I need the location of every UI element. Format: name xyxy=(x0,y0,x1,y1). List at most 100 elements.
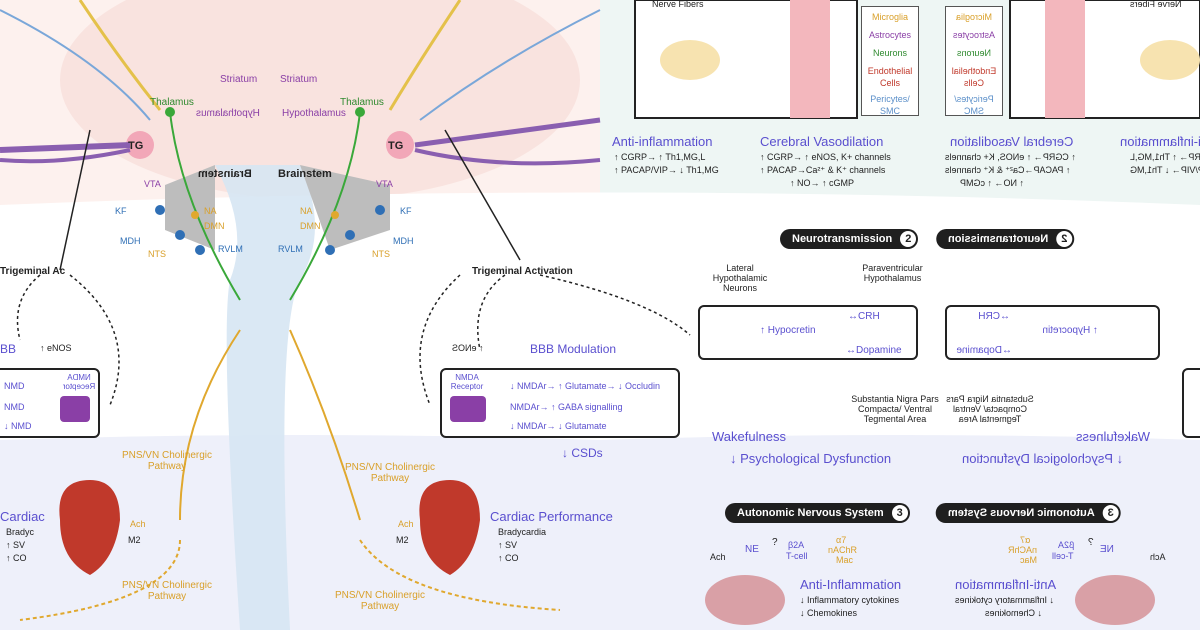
m2-label-right: M2 xyxy=(396,535,409,545)
legend-astrocytes: Astrocytes xyxy=(868,30,911,40)
ans-header-mirror: Autonomic Nervous System 3 xyxy=(936,503,1121,523)
neurotransmission-header: Neurotransmission 2 xyxy=(780,229,919,249)
vta-label-right: VTA xyxy=(376,179,393,189)
nmda-box: NMDA Receptor ↓ NMDAr→ ↑ Glutamate→ ↓ Oc… xyxy=(440,368,680,438)
pns-pathway-label-right-bottom: PNS/VN Cholinergic Pathway xyxy=(334,590,426,612)
nmda-line-2: NMDAr→ ↑ GABA signalling xyxy=(510,402,623,412)
pns-pathway-label-right: PNS/VN Cholinergic Pathway xyxy=(344,462,436,484)
panel2-number-mirror: 2 xyxy=(1056,231,1073,247)
heart-right xyxy=(419,480,480,575)
tcell-label-mirror: T-cell xyxy=(1052,551,1074,561)
neurotransmission-box: ↑ Hypocretin ↔CRH ↔Dopamine xyxy=(698,305,918,360)
bbb-modulation-label: BBB Modulation xyxy=(530,342,617,356)
cardiac-partial-1: Bradyc xyxy=(6,527,35,537)
anti-inflammation-panel3-title: Anti-Inflammation xyxy=(800,577,902,592)
kf-label-left: KF xyxy=(115,206,127,216)
spleen-right xyxy=(1075,575,1155,625)
nmda-line-1: ↓ NMDAr→ ↑ Glutamate→ ↓ Occludin xyxy=(510,381,661,391)
vta-label-left: VTA xyxy=(144,179,161,189)
nerve-fibers-label-right: Nerve Fibers xyxy=(1130,0,1182,9)
dmn-label-left: DMN xyxy=(204,221,225,231)
ach-label-panel3-mirror: Ach xyxy=(1150,552,1166,562)
anti-panel3-item-2-mirror: ↓ Chemokines xyxy=(985,608,1043,618)
anti-panel3-title-mirror: Anti-Inflammation xyxy=(955,577,1057,592)
thalamus-label-left: Thalamus xyxy=(150,97,194,108)
bottom-bg xyxy=(0,435,1200,630)
brain-shape xyxy=(60,0,580,200)
legend-endothelial: Endothelial Cells xyxy=(867,66,913,88)
nmda-box-right-partial xyxy=(1182,368,1200,438)
legend-neurons: Neurons xyxy=(872,48,908,58)
vasodilation-title: Cerebral Vasodilation xyxy=(760,134,884,149)
ne-label-mirror: NE xyxy=(1100,544,1114,555)
na-label-right: NA xyxy=(300,206,313,216)
ach-label-right: Ach xyxy=(398,519,414,529)
anti-inflammation-title: Anti-inflammation xyxy=(612,134,713,149)
cardiac-item-2: ↑ SV xyxy=(498,540,518,550)
tg-right-node xyxy=(386,131,414,159)
legend-microglia: Microglia xyxy=(871,12,908,22)
substantia-label: Substantia Nigra Pars Compacta/ Ventral … xyxy=(851,394,939,424)
nmda-receptor-label: NMDA Receptor xyxy=(450,373,484,391)
cardiac-item-3: ↑ CO xyxy=(498,553,519,563)
rvlm-label-right: RVLM xyxy=(278,244,303,254)
hypocretin-label: ↑ Hypocretin xyxy=(760,325,816,336)
anti-panel3-item-2: ↓ Chemokines xyxy=(800,608,858,618)
hypothalamus-label-right: Hypothalamus xyxy=(282,108,346,119)
dopamine-label-mirror: ↔Dopamine xyxy=(956,345,1012,356)
nmda-receptor-icon-left xyxy=(60,396,90,422)
nts-label-right: NTS xyxy=(372,249,390,259)
pns-pathway-label-left-bottom: PNS/VN Cholinergic Pathway xyxy=(121,580,213,602)
panel2-number: 2 xyxy=(900,231,917,247)
b2a-label: β2A xyxy=(788,540,805,550)
wakefulness-label: Wakefulness xyxy=(712,429,786,444)
a7-label: α7 xyxy=(836,535,847,545)
cardiac-item-1: Bradycardia xyxy=(498,527,547,537)
neurotransmission-header-text: Neurotransmission xyxy=(792,233,893,245)
anti-inflammation-line-2: ↑ PACAP/VIP→ ↓ Th1,MG xyxy=(614,165,719,175)
neurotransmission-box-mirror: ↑ Hypocretin ↔CRH ↔Dopamine xyxy=(945,305,1160,360)
crh-label: ↔CRH xyxy=(848,311,880,322)
substantia-label-mirror: Substantia Nigra Pars Compacta/ Ventral … xyxy=(946,394,1034,424)
mdh-label-right: MDH xyxy=(393,236,414,246)
nmda-box-left: NMD NMD ↓ NMD NMDA Receptor xyxy=(0,368,100,438)
na-label-left: NA xyxy=(204,206,217,216)
nmda-line-3: ↓ NMDAr→ ↓ Glutamate xyxy=(510,421,607,431)
legend-endothelial-r: Endothelial Cells xyxy=(951,66,997,88)
heart-left xyxy=(59,480,120,575)
q-label-mirror: ? xyxy=(1088,537,1094,548)
cell-legend-left: Microglia Astrocytes Neurons Endothelial… xyxy=(861,6,919,116)
spleen-left xyxy=(705,575,785,625)
neurotransmission-header-mirror: Neurotransmission 2 xyxy=(936,229,1075,249)
psych-dysfunction-label: ↓ Psychological Dysfunction xyxy=(730,451,892,466)
nachr-label: nAChR xyxy=(828,545,858,555)
tg-label-left: TG xyxy=(128,140,144,152)
hypothalamus-label-left: Hypothalamus xyxy=(196,108,260,119)
lateral-hypothalamic-label: Lateral Hypothalamic Neurons xyxy=(712,263,768,293)
rvlm-label-left: RVLM xyxy=(218,244,243,254)
cell-legend-right: Microglia Astrocytes Neurons Endothelial… xyxy=(945,6,1003,116)
tg-label-right: TG xyxy=(388,140,404,152)
vasodilation-line-1: ↑ CGRP→ ↑ eNOS, K+ channels xyxy=(760,152,891,162)
thalamus-label-right: Thalamus xyxy=(340,97,384,108)
trigeminal-activation-partial: Trigeminal Ac xyxy=(0,266,66,277)
tg-left-node xyxy=(126,131,154,159)
tcell-label: T-cell xyxy=(786,551,808,561)
ans-header-text-mirror: Autonomic Nervous System xyxy=(948,507,1095,519)
cardiac-partial-title: Cardiac xyxy=(0,509,45,524)
mac-label: Mac xyxy=(836,555,854,565)
anti-inflammation-line-1-mirror: ↑ CGRP→ ↑ Th1,MG,L xyxy=(1130,152,1200,162)
mac-label-mirror: Mac xyxy=(1020,555,1038,565)
anti-inflammation-title-mirror: Anti-inflammation xyxy=(1120,134,1200,149)
nts-label-left: NTS xyxy=(148,249,166,259)
legend-neurons-r: Neurons xyxy=(956,48,992,58)
vasodilation-line-3-mirror: ↑ NO→ ↑ cGMP xyxy=(960,178,1025,188)
nmda-receptor-icon xyxy=(450,396,486,422)
striatum-label-right: Striatum xyxy=(280,74,318,85)
vasodilation-line-2: ↑ PACAP→Ca²⁺ & K⁺ channels xyxy=(760,165,886,175)
panel3-number-mirror: 3 xyxy=(1102,505,1119,521)
neurotransmission-header-text-mirror: Neurotransmission xyxy=(948,233,1049,245)
csds-label: ↓ CSDs xyxy=(562,446,603,460)
legend-astrocytes-r: Astrocytes xyxy=(953,30,996,40)
